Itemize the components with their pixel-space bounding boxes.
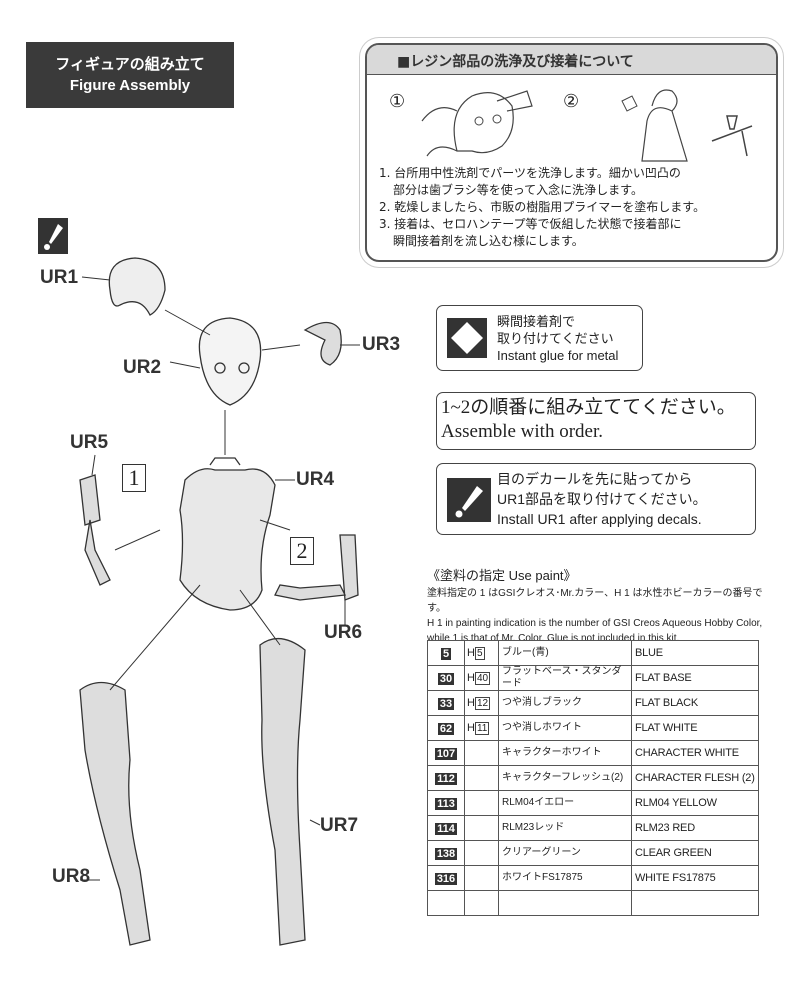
hobby-color-number: 5 — [474, 646, 485, 660]
paint-row: 112 キャラクターフレッシュ(2) CHARACTER FLESH (2) — [427, 765, 759, 791]
paint-name-en: RLM04 YELLOW — [631, 790, 759, 816]
paint-heading: 《塗料の指定 Use paint》 — [427, 568, 577, 583]
glue-note-ja1: 瞬間接着剤で — [497, 314, 576, 329]
step-circle-2: ② — [563, 91, 580, 112]
paint-note-ja: 塗料指定の 1 はGSIクレオス･Mr.カラー、H 1 は水性ホビーカラーの番号… — [427, 588, 763, 614]
paint-name-en: FLAT BASE — [631, 665, 759, 691]
priming-illustration — [621, 89, 753, 162]
resin-step-1-cont: 部分は歯ブラシ等を使って入念に洗浄します。 — [393, 183, 643, 197]
resin-step-2: 2. 乾燥しましたら、市販の樹脂用プライマーを塗布します。 — [379, 200, 706, 214]
mr-color-number: 33 — [437, 697, 455, 710]
part-label-ur5: UR5 — [70, 432, 109, 453]
washing-illustration — [421, 90, 533, 157]
paint-name-en: CLEAR GREEN — [631, 840, 759, 866]
part-label-ur6: UR6 — [324, 622, 363, 643]
paint-name-en: FLAT BLACK — [631, 690, 759, 716]
part-label-ur7: UR7 — [320, 815, 359, 836]
paint-name-ja: フラットベース・スタンダード — [498, 665, 632, 691]
paint-name-ja: ブルー(青) — [498, 640, 632, 666]
part-label-ur2: UR2 — [123, 357, 162, 378]
mr-color-number: 30 — [437, 672, 455, 685]
decal-warning-icon — [38, 218, 68, 254]
paint-name-ja: RLM23レッド — [498, 815, 632, 841]
paint-name-en: CHARACTER FLESH (2) — [631, 765, 759, 791]
order-note-ja: 1~2の順番に組み立ててください。 — [441, 397, 736, 418]
hobby-color-number: 12 — [474, 696, 491, 710]
resin-heading: ■レジン部品の洗浄及び接着について — [367, 45, 776, 75]
glue-note-en: Instant glue for metal — [497, 348, 619, 363]
mr-color-number: 316 — [434, 872, 458, 885]
resin-step-3-cont: 瞬間接着剤を流し込む様にします。 — [393, 234, 584, 248]
part-label-ur1: UR1 — [40, 267, 79, 288]
part-label-ur3: UR3 — [362, 334, 401, 355]
paint-name-en: BLUE — [631, 640, 759, 666]
order-note-en: Assemble with order. — [441, 421, 604, 442]
section-title: フィギュアの組み立て Figure Assembly — [26, 42, 234, 108]
hobby-color-number: 40 — [474, 671, 491, 685]
paint-name-ja: つや消しブラック — [498, 690, 632, 716]
decal-note-ja1: 目のデカールを先に貼ってから — [497, 471, 693, 487]
paint-row-empty — [427, 890, 759, 916]
mr-color-number: 113 — [435, 797, 457, 810]
mr-color-number: 107 — [434, 747, 458, 760]
paint-name-ja: ホワイトFS17875 — [498, 865, 632, 891]
paint-name-ja: つや消しホワイト — [498, 715, 632, 741]
decal-note: 目のデカールを先に貼ってから UR1部品を取り付けてください。 Install … — [436, 463, 756, 535]
paint-name-ja: クリアーグリーン — [498, 840, 632, 866]
title-ja: フィギュアの組み立て — [55, 56, 205, 73]
mr-color-number: 5 — [440, 647, 452, 660]
paint-name-en: FLAT WHITE — [631, 715, 759, 741]
hobby-color-number: 11 — [474, 721, 490, 735]
resin-step-3: 3. 接着は、セロハンテープ等で仮組した状態で接着部に — [379, 217, 682, 231]
paint-name-ja: キャラクターフレッシュ(2) — [498, 765, 632, 791]
paint-name-en: CHARACTER WHITE — [631, 740, 759, 766]
paint-row: 316 ホワイトFS17875 WHITE FS17875 — [427, 865, 759, 891]
glue-note: 瞬間接着剤で 取り付けてください Instant glue for metal — [436, 305, 643, 371]
title-en: Figure Assembly — [69, 77, 191, 94]
step-circle-1: ① — [389, 91, 406, 112]
glue-note-ja2: 取り付けてください — [497, 331, 614, 346]
step-number-2: 2 — [290, 537, 314, 565]
order-note: 1~2の順番に組み立ててください。 Assemble with order. — [436, 392, 756, 450]
part-label-ur4: UR4 — [296, 469, 335, 490]
figure-assembly-diagram — [79, 257, 360, 946]
mr-color-number: 62 — [437, 722, 455, 735]
paint-row: 114 RLM23レッド RLM23 RED — [427, 815, 759, 841]
paint-row: 107 キャラクターホワイト CHARACTER WHITE — [427, 740, 759, 766]
instant-glue-icon — [447, 318, 487, 358]
paint-name-ja: キャラクターホワイト — [498, 740, 632, 766]
resin-steps: 1. 台所用中性洗剤でパーツを洗浄します。細かい凹凸の 部分は歯ブラシ等を使って… — [367, 165, 776, 250]
step-number-1: 1 — [122, 464, 146, 492]
resin-instructions-box: ■レジン部品の洗浄及び接着について ① ② 1. 台所用中性洗剤でパーツを洗浄し… — [365, 43, 778, 262]
decal-note-ja2: UR1部品を取り付けてください。 — [497, 491, 707, 507]
paint-row: 138 クリアーグリーン CLEAR GREEN — [427, 840, 759, 866]
paint-name-ja: RLM04イエロー — [498, 790, 632, 816]
mr-color-number: 138 — [434, 847, 458, 860]
mr-color-number: 112 — [435, 772, 457, 785]
paint-note-en: H 1 in painting indication is the number… — [427, 618, 763, 644]
resin-step-1: 1. 台所用中性洗剤でパーツを洗浄します。細かい凹凸の — [379, 166, 681, 180]
paint-row: 113 RLM04イエロー RLM04 YELLOW — [427, 790, 759, 816]
paint-name-en: RLM23 RED — [631, 815, 759, 841]
part-label-ur8: UR8 — [52, 866, 91, 887]
decal-note-en: Install UR1 after applying decals. — [497, 511, 702, 527]
paint-note: 塗料指定の 1 はGSIクレオス･Mr.カラー、H 1 は水性ホビーカラーの番号… — [427, 586, 767, 646]
mr-color-number: 114 — [435, 822, 457, 835]
paint-name-en: WHITE FS17875 — [631, 865, 759, 891]
decal-exclamation-icon — [447, 478, 491, 522]
